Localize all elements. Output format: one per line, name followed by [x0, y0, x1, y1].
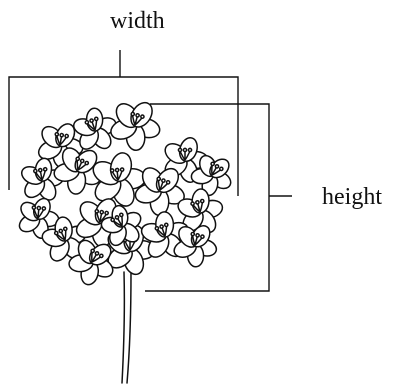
anther — [53, 230, 59, 236]
anther — [140, 114, 145, 119]
flower-cluster — [18, 101, 232, 286]
anther — [58, 228, 64, 234]
anther — [54, 131, 60, 137]
anther — [182, 147, 188, 153]
anther — [165, 179, 171, 185]
anther — [195, 199, 200, 205]
floret — [110, 101, 161, 152]
anther — [42, 166, 48, 172]
anther — [195, 232, 200, 238]
anther — [199, 198, 205, 204]
width-label: width — [110, 8, 165, 34]
anther — [110, 217, 116, 223]
anther — [104, 210, 110, 216]
anther — [200, 234, 205, 239]
width-bracket — [8, 50, 239, 196]
anther — [64, 133, 70, 139]
anther — [41, 206, 47, 211]
floret — [92, 152, 147, 207]
floret — [53, 147, 102, 195]
height-bracket — [145, 103, 292, 292]
anther — [109, 168, 115, 173]
anther — [130, 111, 136, 117]
anther — [218, 166, 224, 172]
height-label: height — [322, 184, 382, 210]
anther — [114, 167, 120, 173]
anther — [159, 224, 164, 229]
anther — [37, 167, 43, 173]
anther — [163, 222, 169, 228]
flower-stem — [121, 271, 132, 384]
anther — [161, 178, 166, 183]
anther — [89, 118, 94, 123]
anther — [118, 212, 124, 218]
anther — [36, 205, 42, 211]
anther — [156, 176, 162, 182]
anther — [93, 116, 99, 122]
anther — [32, 168, 38, 174]
anther — [154, 225, 160, 231]
anther — [135, 112, 140, 118]
anther — [190, 201, 195, 206]
anther — [190, 231, 196, 237]
anther — [79, 158, 85, 164]
anther — [210, 161, 216, 167]
floret — [140, 211, 189, 258]
anther — [99, 209, 105, 215]
anther — [62, 226, 68, 232]
anther — [94, 208, 100, 214]
anther — [98, 253, 104, 259]
floret — [41, 216, 88, 262]
anther — [114, 214, 120, 220]
floret — [173, 225, 218, 268]
anther — [84, 119, 90, 125]
anther — [94, 250, 100, 256]
anther — [119, 167, 125, 172]
anther — [59, 132, 65, 138]
floret — [68, 239, 114, 286]
floret — [72, 107, 117, 150]
anther — [214, 163, 220, 169]
anther — [177, 147, 183, 153]
floret — [100, 204, 142, 247]
anther — [84, 160, 90, 166]
anther — [187, 147, 193, 153]
floret — [134, 167, 185, 217]
anther — [31, 205, 37, 210]
anther — [90, 248, 96, 254]
floret — [164, 137, 209, 183]
anther — [75, 156, 81, 162]
petal — [109, 152, 133, 183]
